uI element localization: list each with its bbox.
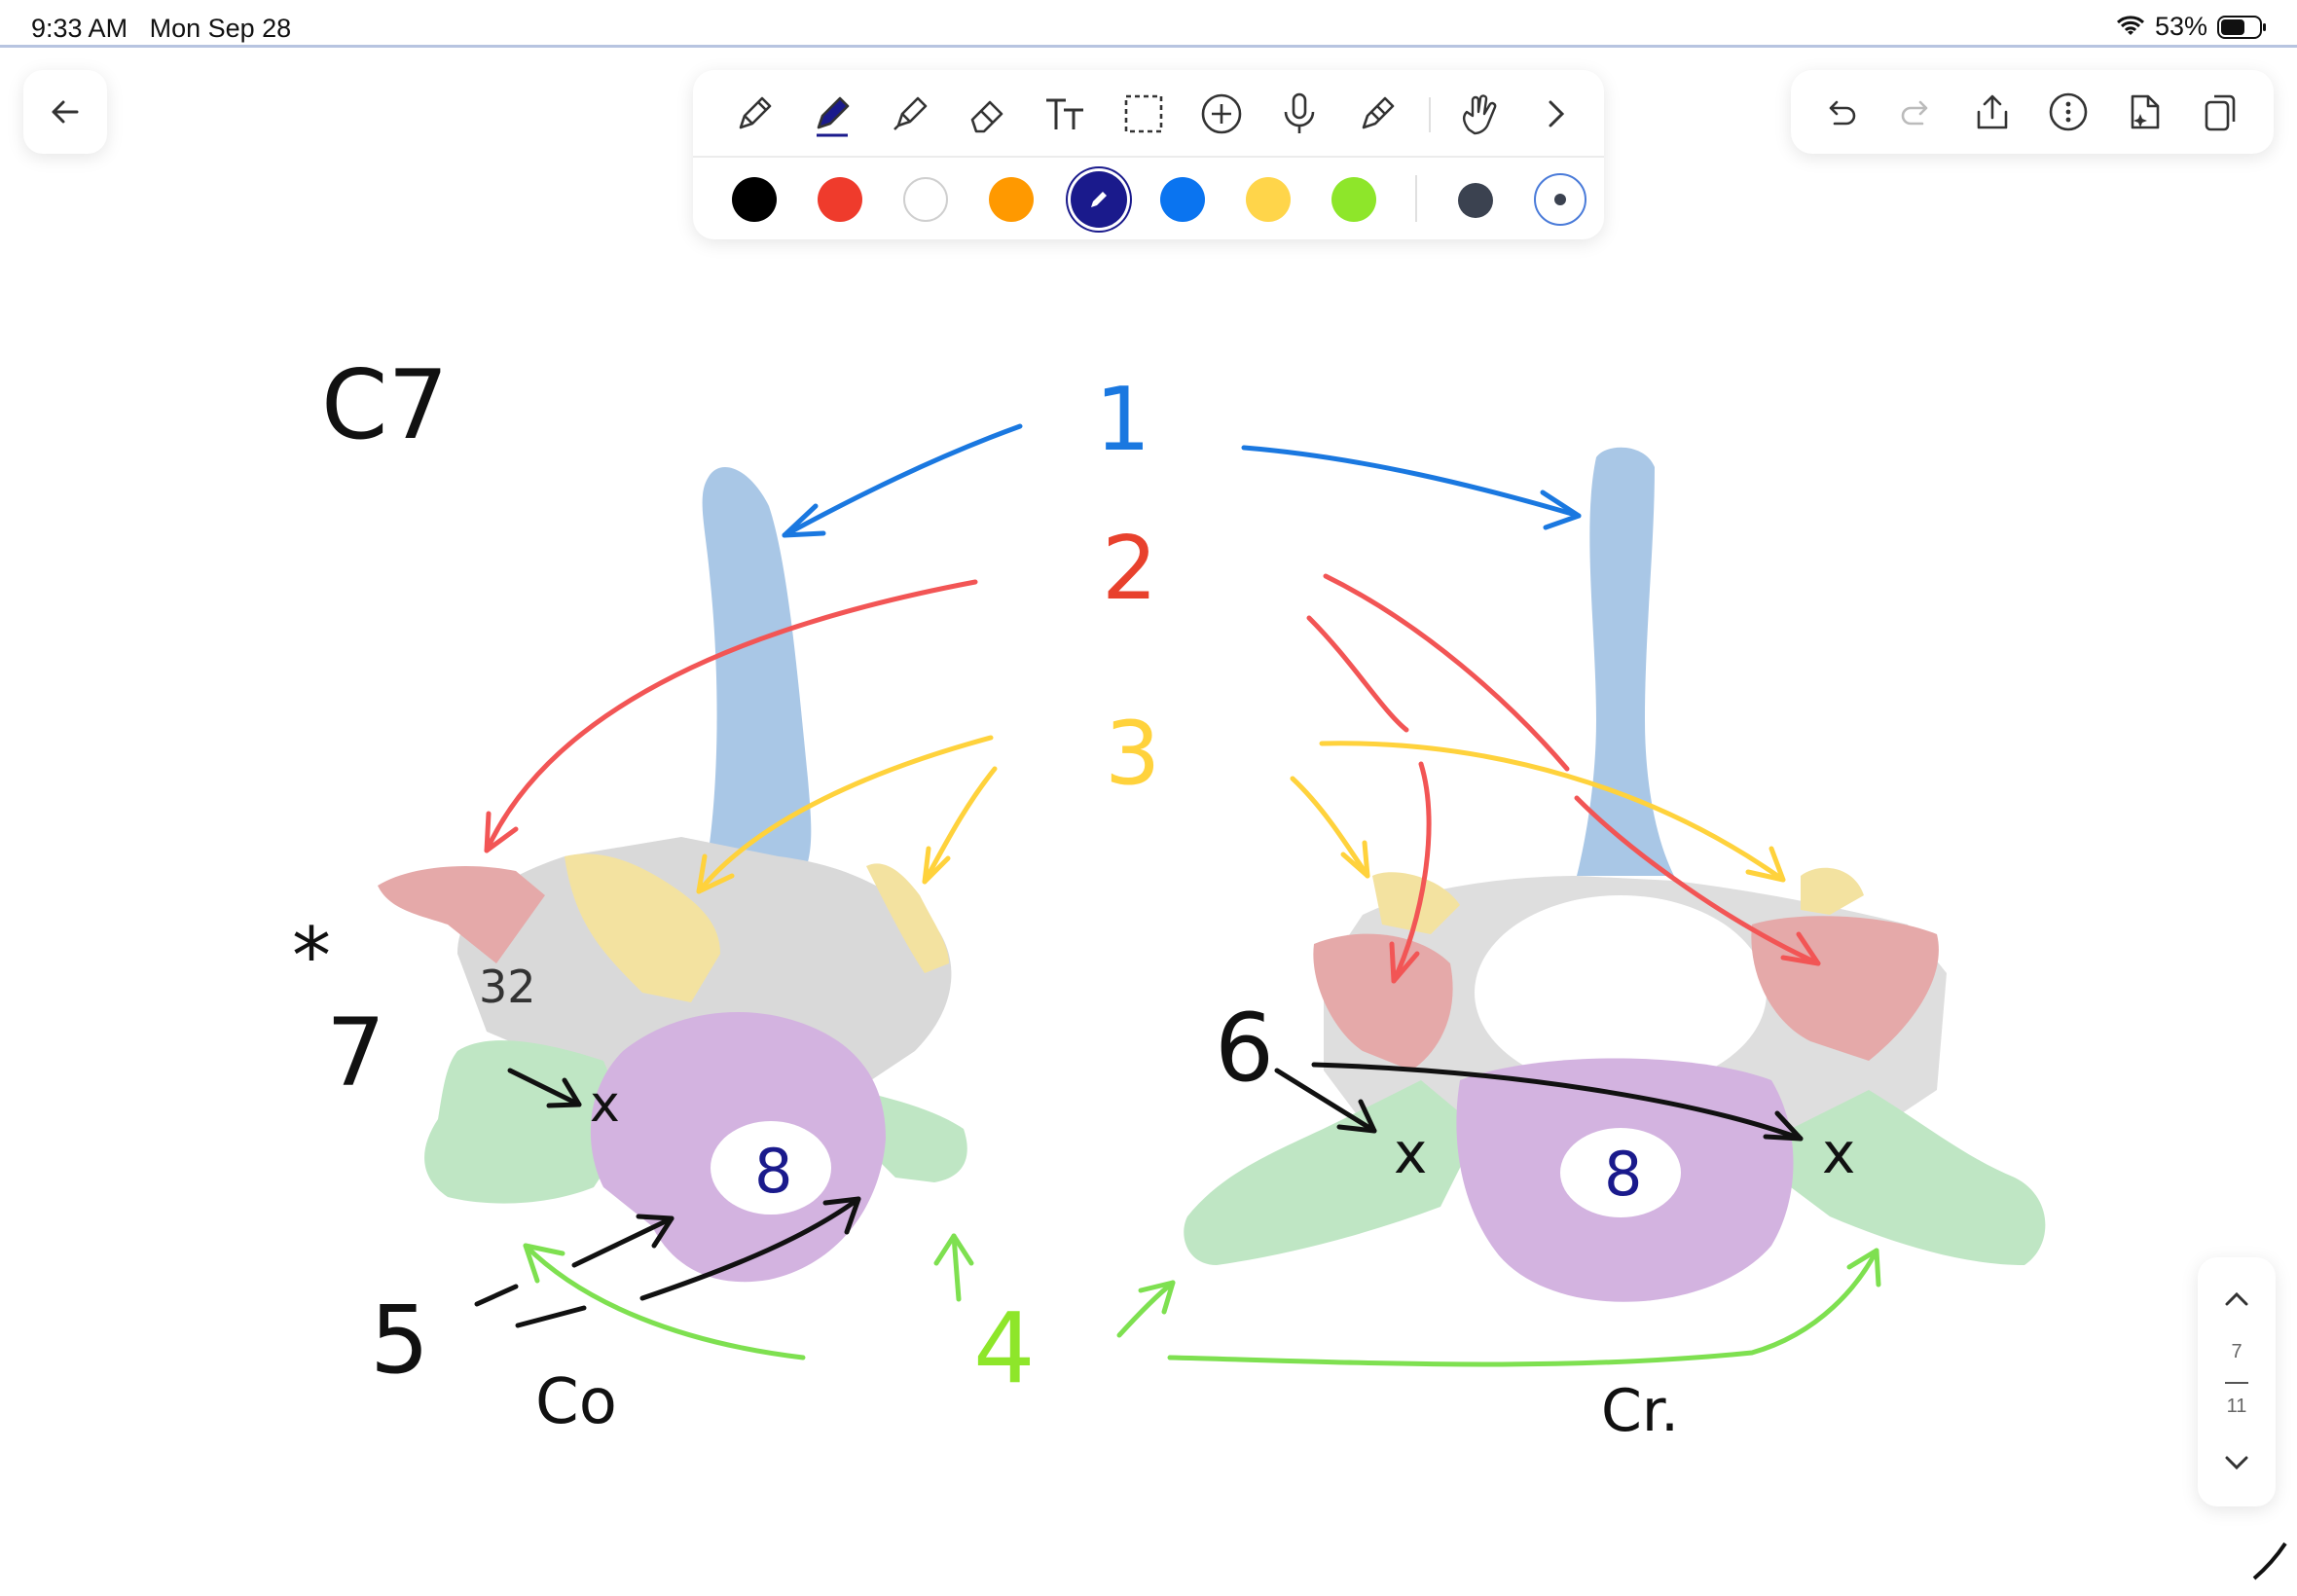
color-swatch-blue[interactable]	[1160, 177, 1205, 222]
hand-gesture-icon	[1463, 94, 1497, 135]
label-cr: Cr.	[1601, 1377, 1679, 1445]
shapes-icon	[1201, 93, 1242, 134]
note-title: C7	[321, 350, 449, 461]
arrows-red	[484, 573, 1821, 984]
battery-percent: 53%	[2154, 12, 2207, 41]
text-icon	[1046, 98, 1083, 129]
label-7: 7	[326, 998, 385, 1107]
back-button[interactable]	[23, 70, 107, 154]
pages-icon	[2205, 94, 2236, 131]
status-bar: 9:33 AM Mon Sep 28 53%	[0, 0, 2297, 47]
document-actions	[1791, 70, 2274, 154]
toolbar-row-divider	[693, 156, 1604, 158]
chevron-right-icon	[1549, 100, 1565, 127]
toolbar-divider	[1429, 97, 1431, 132]
eraser-icon	[970, 100, 1003, 133]
wifi-icon	[2116, 15, 2144, 35]
x-mark-right-1: x	[1394, 1120, 1427, 1186]
page-navigator: 7 11	[2198, 1257, 2276, 1506]
eraser-tool[interactable]	[962, 88, 1014, 140]
color-swatch-navy-selected[interactable]	[1071, 171, 1127, 228]
page-separator	[2225, 1382, 2248, 1384]
page-total: 11	[2226, 1396, 2247, 1417]
microphone-icon	[1284, 92, 1315, 133]
battery-icon	[2217, 15, 2266, 39]
microphone-tool[interactable]	[1273, 88, 1326, 140]
label-8-left: 8	[754, 1136, 792, 1207]
pages-button[interactable]	[2196, 88, 2244, 136]
mark-32: 32	[479, 961, 536, 1013]
redo-button[interactable]	[1892, 88, 1941, 136]
arrow-left-icon	[52, 100, 79, 124]
pencil-icon	[739, 96, 772, 129]
shapes-tool[interactable]	[1195, 88, 1248, 140]
pen-icon	[817, 96, 850, 137]
redo-icon	[1901, 100, 1928, 126]
ruler-pen-icon	[1362, 96, 1395, 129]
status-time: 9:33 AM Mon Sep 28	[31, 14, 292, 43]
share-icon	[1977, 94, 2008, 129]
highlighter-tool[interactable]	[884, 88, 936, 140]
color-divider	[1415, 175, 1417, 222]
arrows-yellow	[696, 735, 1786, 894]
stroke-size-dot	[1554, 194, 1566, 205]
stroke-size-thin-selected[interactable]	[1534, 173, 1586, 226]
pencil-tool[interactable]	[728, 88, 781, 140]
x-mark-left: x	[590, 1075, 620, 1134]
arrows-green	[523, 1233, 1881, 1367]
status-right: 53%	[2116, 12, 2268, 42]
color-swatch-yellow[interactable]	[1246, 177, 1291, 222]
pen-stroke-corner	[2252, 1542, 2287, 1580]
label-5: 5	[370, 1286, 429, 1395]
lasso-icon	[1124, 94, 1163, 133]
star-mark: *	[292, 911, 331, 1001]
toolbar-more[interactable]	[1530, 88, 1583, 140]
share-button[interactable]	[1968, 88, 2017, 136]
label-4: 4	[973, 1291, 1036, 1405]
hand-gesture-tool[interactable]	[1452, 88, 1505, 140]
vertebra-superior-illustration	[1184, 447, 2046, 1302]
chevron-up-icon	[2225, 1291, 2248, 1306]
x-mark-right-2: x	[1822, 1120, 1855, 1186]
drawing-toolbar	[693, 70, 1604, 239]
ruler-pen-tool[interactable]	[1351, 88, 1404, 140]
color-swatch-green[interactable]	[1331, 177, 1376, 222]
pen-tool[interactable]	[806, 88, 858, 140]
label-3: 3	[1105, 703, 1160, 805]
arrows-black	[474, 1062, 1804, 1328]
ai-page-button[interactable]	[2120, 88, 2169, 136]
page-down-button[interactable]	[2217, 1444, 2256, 1483]
color-swatch-white[interactable]	[903, 177, 948, 222]
more-icon	[2049, 92, 2088, 131]
lasso-tool[interactable]	[1117, 88, 1170, 140]
arrows-blue	[782, 423, 1582, 538]
ai-page-icon	[2131, 94, 2160, 129]
color-swatch-black[interactable]	[732, 177, 777, 222]
text-tool[interactable]	[1039, 88, 1092, 140]
color-swatch-orange[interactable]	[989, 177, 1034, 222]
more-button[interactable]	[2044, 88, 2093, 136]
tool-row	[693, 70, 1604, 156]
stroke-size-thick[interactable]	[1458, 183, 1493, 218]
page-up-button[interactable]	[2217, 1279, 2256, 1318]
label-1: 1	[1095, 369, 1150, 471]
page-current: 7	[2231, 1341, 2242, 1362]
label-6: 6	[1215, 994, 1274, 1103]
highlighter-icon	[893, 96, 928, 130]
undo-button[interactable]	[1816, 88, 1865, 136]
label-8-right: 8	[1604, 1139, 1642, 1210]
undo-icon	[1829, 100, 1856, 126]
pencil-edit-icon	[1091, 192, 1107, 207]
vertebra-lateral-illustration	[378, 467, 967, 1283]
chevron-down-icon	[2225, 1456, 2248, 1470]
color-row	[693, 158, 1604, 239]
label-2: 2	[1102, 518, 1157, 620]
top-divider	[0, 45, 2297, 48]
label-co: Co	[535, 1366, 617, 1438]
color-swatch-red[interactable]	[818, 177, 862, 222]
